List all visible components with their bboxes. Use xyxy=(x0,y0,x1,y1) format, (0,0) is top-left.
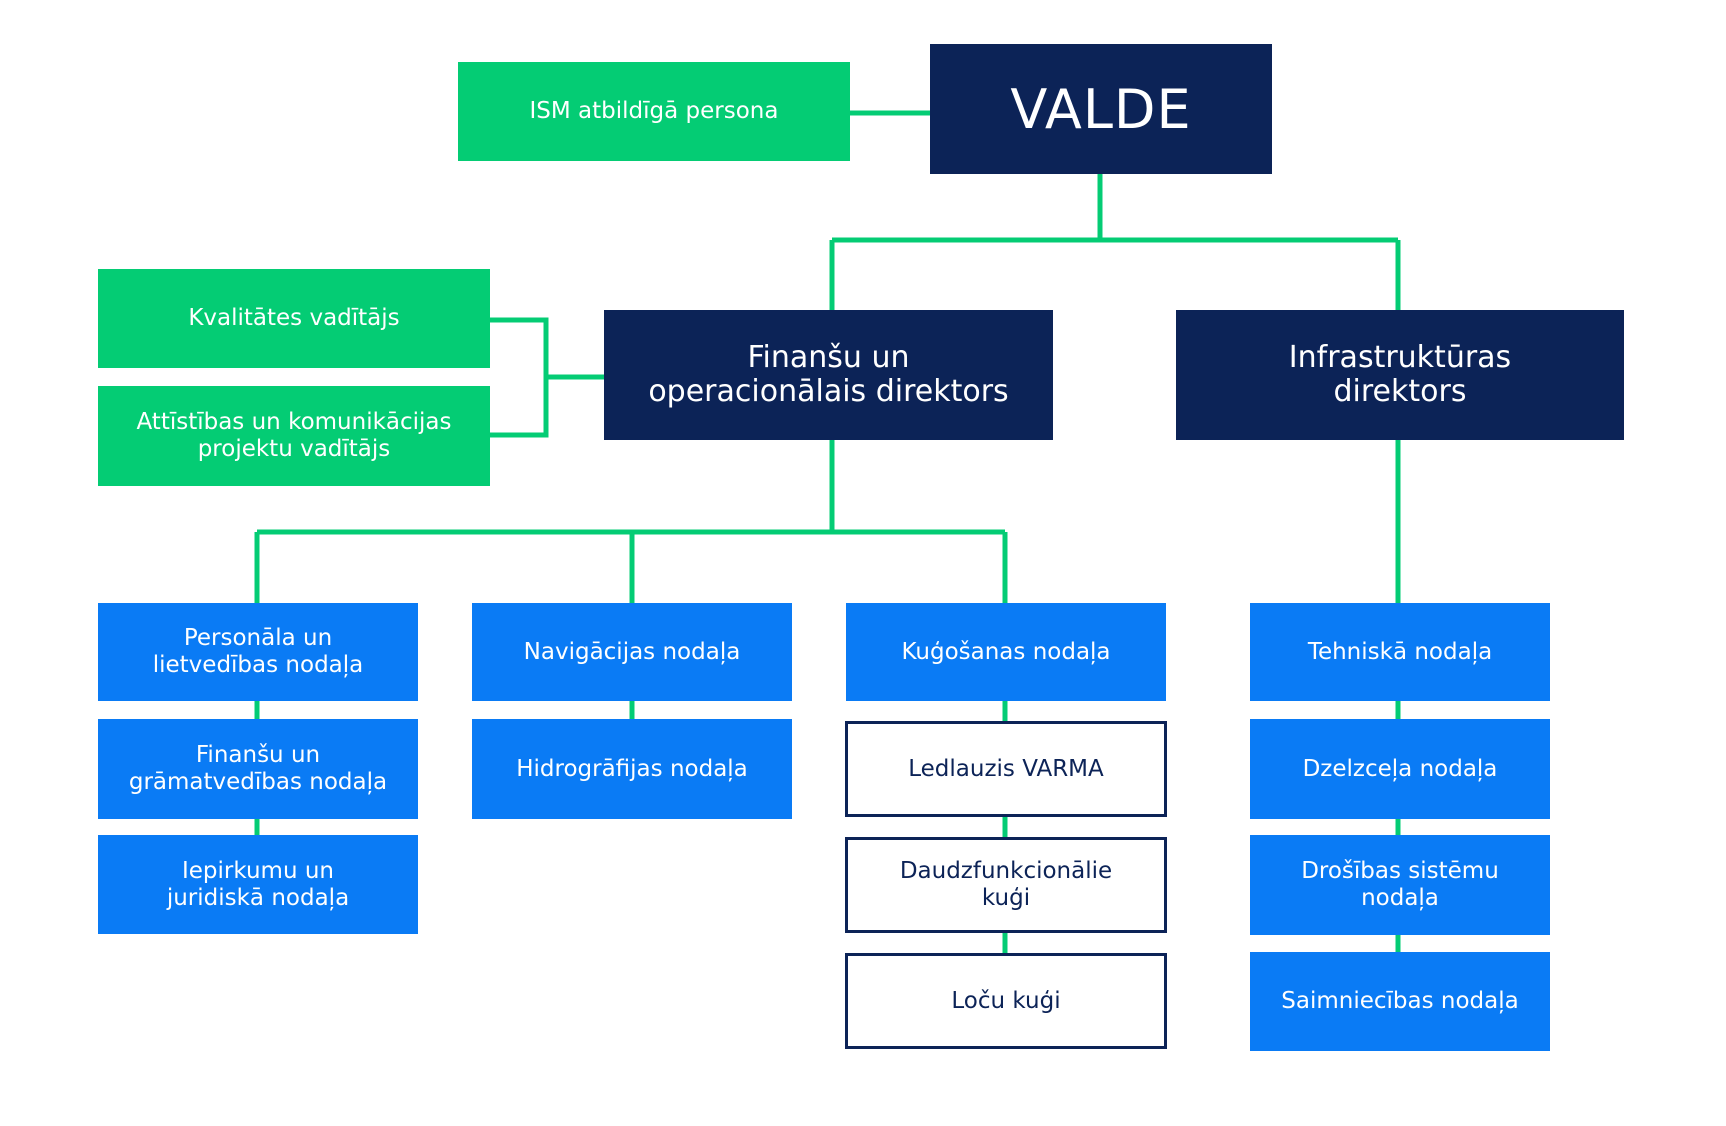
hydrography-department-label: Hidrogrāfijas nodaļa xyxy=(516,755,748,782)
navigation-department-box: Navigācijas nodaļa xyxy=(472,603,792,701)
railway-department-box: Dzelzceļa nodaļa xyxy=(1250,719,1550,819)
finance-director-label: Finanšu un operacionālais direktors xyxy=(648,340,1009,409)
quality-manager-label: Kvalitātes vadītājs xyxy=(188,305,400,331)
navigation-department-label: Navigācijas nodaļa xyxy=(523,638,741,665)
infrastructure-director-label: Infrastruktūras direktors xyxy=(1288,340,1512,409)
multifunctional-vessels-label: Daudzfunkcionālie kuģi xyxy=(899,858,1113,911)
security-systems-department-box: Drošības sistēmu nodaļa xyxy=(1250,835,1550,935)
procurement-department-label: Iepirkumu un juridiskā nodaļa xyxy=(166,857,350,911)
security-systems-department-label: Drošības sistēmu nodaļa xyxy=(1301,858,1499,911)
maintenance-department-label: Saimniecības nodaļa xyxy=(1281,988,1519,1014)
infrastructure-director-box: Infrastruktūras direktors xyxy=(1176,310,1624,440)
procurement-department-box: Iepirkumu un juridiskā nodaļa xyxy=(98,835,418,934)
board-box: VALDE xyxy=(930,44,1272,174)
connector-board-to-directors xyxy=(829,160,1401,310)
icebreaker-varma-label: Ledlauzis VARMA xyxy=(908,755,1104,782)
quality-manager-box: Kvalitātes vadītājs xyxy=(98,269,490,368)
maintenance-department-box: Saimniecības nodaļa xyxy=(1250,952,1550,1051)
railway-department-label: Dzelzceļa nodaļa xyxy=(1302,755,1498,782)
icebreaker-varma-box: Ledlauzis VARMA xyxy=(845,721,1167,817)
board-label: VALDE xyxy=(1010,77,1192,141)
hydrography-department-box: Hidrogrāfijas nodaļa xyxy=(472,719,792,819)
shipping-department-label: Kuģošanas nodaļa xyxy=(901,638,1111,665)
development-manager-box: Attīstības un komunikācijas projektu vad… xyxy=(98,386,490,486)
multifunctional-vessels-box: Daudzfunkcionālie kuģi xyxy=(845,837,1167,933)
personnel-department-label: Personāla un lietvedības nodaļa xyxy=(152,625,364,678)
technical-department-label: Tehniskā nodaļa xyxy=(1307,638,1493,665)
ism-person-label: ISM atbildīgā persona xyxy=(529,98,779,124)
ism-person-box: ISM atbildīgā persona xyxy=(458,62,850,161)
finance-department-box: Finanšu un grāmatvedības nodaļa xyxy=(98,719,418,819)
connector-staff-to-finance-director xyxy=(490,317,622,438)
finance-department-label: Finanšu un grāmatvedības nodaļa xyxy=(128,742,388,795)
development-manager-label: Attīstības un komunikācijas projektu vad… xyxy=(136,409,452,462)
technical-department-box: Tehniskā nodaļa xyxy=(1250,603,1550,701)
pilot-vessels-box: Loču kuģi xyxy=(845,953,1167,1049)
connector-finance-director-to-departments xyxy=(254,440,1008,612)
finance-director-box: Finanšu un operacionālais direktors xyxy=(604,310,1053,440)
personnel-department-box: Personāla un lietvedības nodaļa xyxy=(98,603,418,701)
pilot-vessels-label: Loču kuģi xyxy=(951,987,1061,1014)
shipping-department-box: Kuģošanas nodaļa xyxy=(846,603,1166,701)
